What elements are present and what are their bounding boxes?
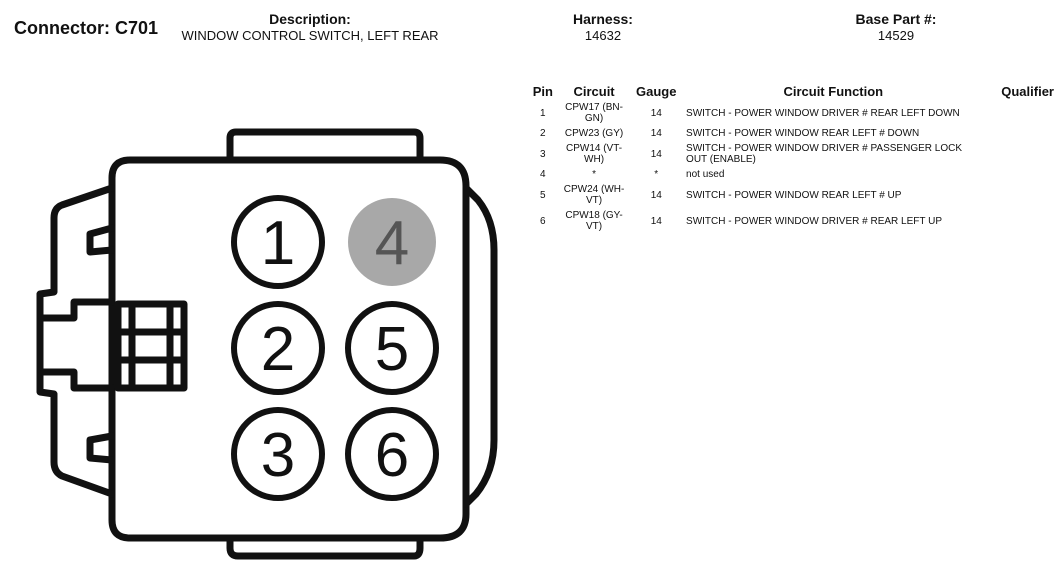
pin-number-1: 1 <box>261 209 295 278</box>
cell-circuit-function: SWITCH - POWER WINDOW DRIVER # PASSENGER… <box>686 143 962 165</box>
cell-gauge: 14 <box>650 215 662 227</box>
cell-qualifier <box>985 143 1054 169</box>
cell-qualifier <box>985 169 1054 184</box>
cell-pin: 3 <box>540 148 546 160</box>
cell-gauge: 14 <box>650 128 662 139</box>
table-row: 2 CPW23 (GY) 14 SWITCH - POWER WINDOW RE… <box>528 128 1054 143</box>
col-header-qualifier: Qualifier <box>1001 83 1054 99</box>
cell-gauge: 14 <box>650 107 662 119</box>
cell-circuit-function: SWITCH - POWER WINDOW REAR LEFT # UP <box>686 189 902 201</box>
connector-top-latch <box>226 128 424 164</box>
pin-number-5: 5 <box>375 315 409 384</box>
table-row: 1 CPW17 (BN-GN) 14 SWITCH - POWER WINDOW… <box>528 102 1054 128</box>
col-header-circuit: Circuit <box>573 83 615 99</box>
cell-circuit-function: SWITCH - POWER WINDOW DRIVER # REAR LEFT… <box>686 107 960 119</box>
connector-bottom-latch <box>226 534 424 560</box>
connector-face-diagram: 1 4 2 5 3 6 <box>36 128 498 560</box>
col-header-circuit-function: Circuit Function <box>783 83 884 99</box>
cell-circuit: * <box>592 169 596 180</box>
connector-right-rail <box>462 184 498 508</box>
cell-circuit: CPW18 (GY-VT) <box>565 210 623 232</box>
col-header-gauge: Gauge <box>636 83 677 99</box>
connector-left-tab-lower <box>86 432 116 464</box>
base-part-value: 14529 <box>877 28 915 43</box>
pin-number-6: 6 <box>375 421 409 490</box>
cell-qualifier <box>985 128 1054 143</box>
harness-value: 14632 <box>584 28 622 43</box>
pin-number-4: 4 <box>375 209 409 278</box>
pin-cavity-5 <box>345 301 439 395</box>
cell-circuit: CPW23 (GY) <box>564 128 624 139</box>
cell-circuit: CPW24 (WH-VT) <box>563 184 625 206</box>
table-row: 4 * * not used <box>528 169 1054 184</box>
cell-circuit-function: SWITCH - POWER WINDOW DRIVER # REAR LEFT… <box>686 215 942 227</box>
pin-number-3: 3 <box>261 421 295 490</box>
cell-circuit-function: SWITCH - POWER WINDOW REAR LEFT # DOWN <box>686 128 920 139</box>
cell-qualifier <box>985 184 1054 210</box>
description-block: Description: WINDOW CONTROL SWITCH, LEFT… <box>160 11 460 45</box>
cell-gauge: 14 <box>650 148 662 160</box>
pin-cavity-1 <box>231 195 325 289</box>
cell-pin: 1 <box>540 107 546 119</box>
connector-lock-block <box>114 300 188 392</box>
pin-number-2: 2 <box>261 315 295 384</box>
cell-qualifier <box>985 210 1054 236</box>
pin-cavity-3 <box>231 407 325 501</box>
table-row: 6 CPW18 (GY-VT) 14 SWITCH - POWER WINDOW… <box>528 210 1054 236</box>
connector-left-housing <box>36 184 116 498</box>
connector-pins: 1 4 2 5 3 6 <box>231 195 439 501</box>
cell-pin: 4 <box>540 169 546 180</box>
cell-pin: 6 <box>540 215 546 227</box>
cell-pin: 2 <box>540 128 546 139</box>
cell-circuit: CPW17 (BN-GN) <box>565 102 623 124</box>
pin-cavity-6 <box>345 407 439 501</box>
connector-left-tab-upper <box>86 224 116 256</box>
cell-circuit: CPW14 (VT-WH) <box>565 143 623 165</box>
connector-title: Connector: C701 <box>14 18 159 38</box>
harness-block: Harness: 14632 <box>543 11 663 45</box>
pin-cavity-2 <box>231 301 325 395</box>
base-part-label: Base Part #: <box>855 11 937 27</box>
pin-table-header: Pin Circuit Gauge Circuit Function Quali… <box>528 80 1054 102</box>
cell-pin: 5 <box>540 189 546 201</box>
cell-circuit-function: not used <box>686 169 725 180</box>
pin-cavity-4 <box>348 198 436 286</box>
table-row: 3 CPW14 (VT-WH) 14 SWITCH - POWER WINDOW… <box>528 143 1054 169</box>
harness-label: Harness: <box>573 11 633 27</box>
pin-table: Pin Circuit Gauge Circuit Function Quali… <box>528 80 1054 236</box>
connector-left-lock <box>38 298 116 392</box>
description-label: Description: <box>269 11 351 27</box>
connector-body <box>108 156 470 542</box>
col-header-pin: Pin <box>532 83 553 99</box>
cell-qualifier <box>985 102 1054 128</box>
table-row: 5 CPW24 (WH-VT) 14 SWITCH - POWER WINDOW… <box>528 184 1054 210</box>
cell-gauge: 14 <box>650 189 662 201</box>
base-part-block: Base Part #: 14529 <box>826 11 966 45</box>
description-value: WINDOW CONTROL SWITCH, LEFT REAR <box>181 28 439 43</box>
cell-gauge: * <box>654 169 659 180</box>
